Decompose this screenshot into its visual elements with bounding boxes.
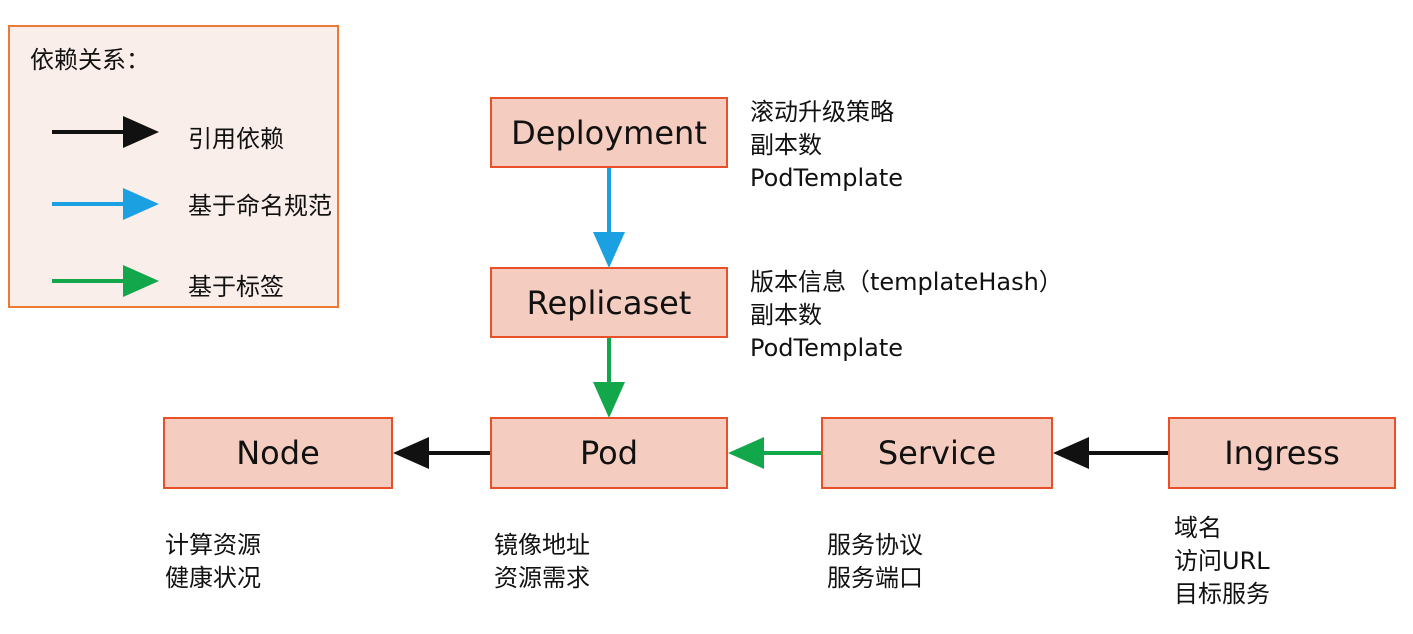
node-node[interactable]: Node <box>163 417 393 489</box>
annotation-replicaset: 版本信息（templateHash） 副本数 PodTemplate <box>750 268 1063 362</box>
annotation-service: 服务协议 服务端口 <box>827 531 923 592</box>
legend-label-label-selector: 基于标签 <box>188 273 284 301</box>
node-deployment[interactable]: Deployment <box>490 97 728 168</box>
legend-label-naming-convention: 基于命名规范 <box>188 192 332 220</box>
node-replicaset[interactable]: Replicaset <box>490 267 728 338</box>
legend-label-reference-dependency: 引用依赖 <box>188 125 284 153</box>
node-ingress[interactable]: Ingress <box>1168 417 1396 489</box>
annotation-deployment: 滚动升级策略 副本数 PodTemplate <box>750 98 904 192</box>
annotation-pod: 镜像地址 资源需求 <box>494 531 590 592</box>
node-service[interactable]: Service <box>821 417 1053 489</box>
annotation-ingress: 域名 访问URL 目标服务 <box>1174 514 1270 608</box>
annotation-node: 计算资源 健康状况 <box>165 531 261 592</box>
node-pod[interactable]: Pod <box>490 417 728 489</box>
legend-title: 依赖关系： <box>30 46 150 74</box>
